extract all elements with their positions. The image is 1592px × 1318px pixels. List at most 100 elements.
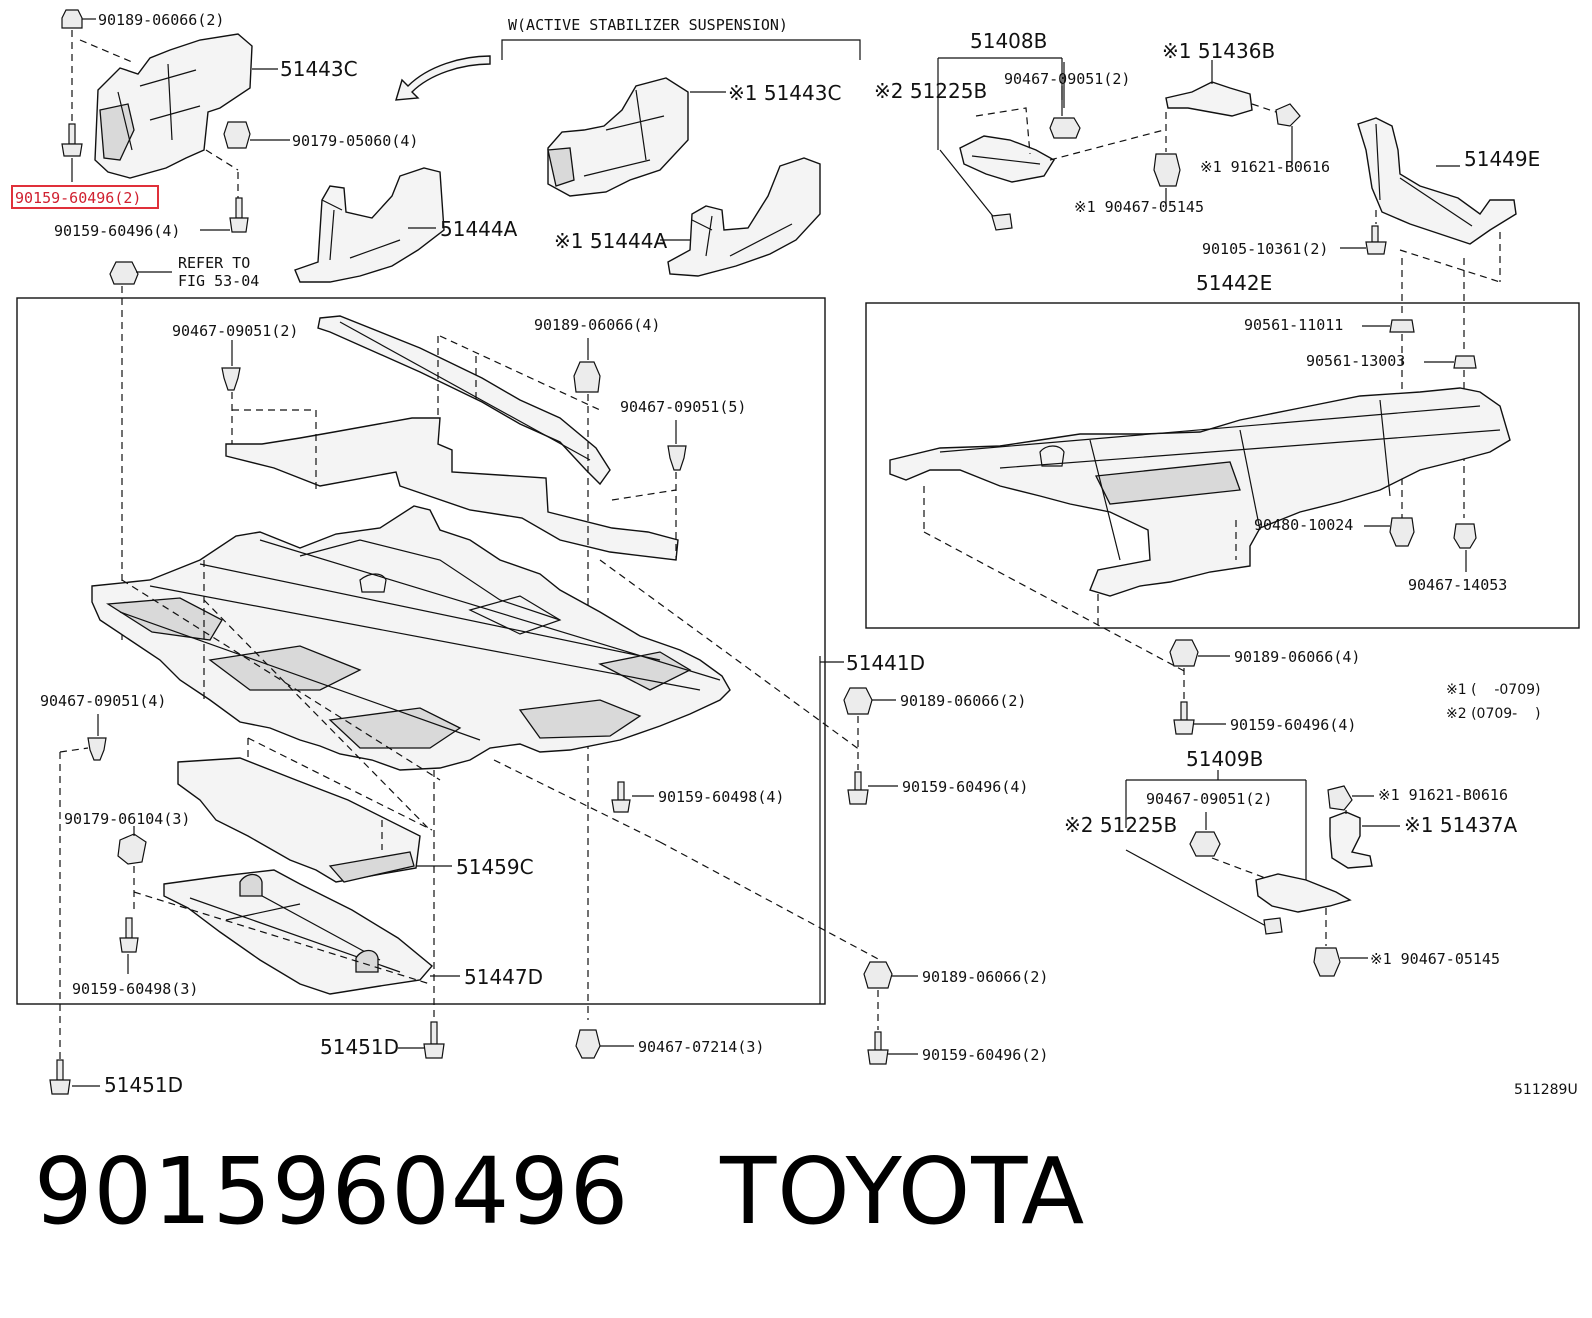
fastener-clip-09051-5: [667, 445, 687, 471]
callout-label[interactable]: 90467-09051(4): [40, 692, 166, 710]
callout-label[interactable]: 51447D: [464, 965, 543, 989]
callout-label[interactable]: 90179-05060(4): [292, 132, 418, 150]
callout-label[interactable]: 90189-06066(2): [98, 11, 224, 29]
callout-label[interactable]: ※1 91621-B0616: [1200, 158, 1330, 176]
callout-label[interactable]: 51409B: [1186, 747, 1263, 771]
callout-label[interactable]: 90467-09051(2): [1004, 70, 1130, 88]
callout-label[interactable]: 90159-60496(4): [902, 778, 1028, 796]
part-51442e-rear-cover: [889, 387, 1511, 597]
callout-label[interactable]: 90105-10361(2): [1202, 240, 1328, 258]
fastener-clip-05145-lower: [1313, 947, 1341, 977]
fastener-clip-06066-4-rear: [1169, 639, 1199, 667]
parts-diagram: 90159-60496(2) W(ACTIVE STABILIZER SUSPE…: [11, 9, 1580, 1098]
part-upper-shield-plate: [225, 417, 679, 561]
part-51444a-variant: [667, 157, 821, 277]
callout-label[interactable]: ※1 51436B: [1162, 39, 1275, 63]
callout-label[interactable]: 90561-13003: [1306, 352, 1405, 370]
part-51444a: [294, 167, 445, 283]
fastener-clip-09051-4: [87, 737, 107, 761]
fastener-bolt-60496-4-rear: [1173, 701, 1195, 735]
callout-label[interactable]: 90159-60496(4): [54, 222, 180, 240]
callout-label[interactable]: ※2 51225B: [1064, 813, 1177, 837]
callout-label[interactable]: ※1 90467-05145: [1370, 950, 1500, 968]
part-51441d-main-cover: [91, 505, 731, 771]
fastener-clip-09051-upper: [1049, 117, 1081, 139]
callout-label[interactable]: 51451D: [104, 1073, 183, 1097]
callout-label[interactable]: 90189-06066(4): [534, 316, 660, 334]
caption: 9015960496 TOYOTA: [34, 1138, 1085, 1245]
fastener-bolt-60498-3: [119, 917, 139, 953]
fastener-top-left-bolt: [61, 123, 83, 157]
fastener-clip-06066-2-b: [863, 961, 893, 989]
callout-label[interactable]: 51443C: [280, 57, 358, 81]
variant-bracket: [501, 39, 861, 60]
callout-label[interactable]: ※1 51437A: [1404, 813, 1517, 837]
fastener-clip-14053: [1453, 523, 1477, 549]
callout-label[interactable]: 90159-60498(3): [72, 980, 198, 998]
fastener-refer-clip: [109, 261, 139, 285]
fastener-nut-11011: [1389, 319, 1415, 333]
fastener-bolt-60496-4: [229, 197, 249, 233]
variant-arrow: [395, 55, 491, 101]
fastener-bolt-60496-4-b: [847, 771, 869, 805]
diagram-id: 511289U: [1514, 1082, 1578, 1098]
front-cover-frame: [16, 297, 826, 1005]
callout-label[interactable]: 90467-07214(3): [638, 1038, 764, 1056]
callout-label[interactable]: 51441D: [846, 651, 925, 675]
callout-label[interactable]: 90467-09051(2): [1146, 790, 1272, 808]
fastener-bolt-b0616-upper: [1275, 103, 1301, 127]
callout-label[interactable]: ※1 51444A: [554, 229, 667, 253]
fastener-bolt-51451d-mid: [423, 1021, 445, 1059]
fastener-bolt-b0616-lower: [1327, 785, 1353, 811]
caption-part-number: 9015960496: [34, 1138, 630, 1245]
fastener-nut-lower: [1263, 917, 1283, 935]
callout-label[interactable]: 51449E: [1464, 147, 1540, 171]
callout-label[interactable]: 90189-06066(2): [900, 692, 1026, 710]
fastener-clip-07214-3: [575, 1029, 601, 1059]
fastener-nut-06104-3: [117, 833, 147, 865]
fastener-bolt-51451d-left: [49, 1059, 71, 1095]
bracket-51409b: [1125, 779, 1307, 892]
callout-label[interactable]: 51451D: [320, 1035, 399, 1059]
part-long-strip: [317, 315, 611, 486]
fastener-nut-upper: [991, 213, 1013, 231]
callout-label[interactable]: ※1 91621-B0616: [1378, 786, 1508, 804]
callout-label[interactable]: 90159-60496(2): [922, 1046, 1048, 1064]
label-highlighted-part[interactable]: 90159-60496(2): [15, 189, 141, 207]
callout-label[interactable]: 90467-14053: [1408, 576, 1507, 594]
fastener-bolt-10024: [1389, 517, 1415, 547]
callout-label[interactable]: 51442E: [1196, 271, 1272, 295]
callout-label[interactable]: ※2 51225B: [874, 79, 987, 103]
highlight-box: [11, 185, 159, 209]
rear-cover-frame: [865, 302, 1580, 629]
callout-label[interactable]: ※1 51443C: [728, 81, 841, 105]
callout-label[interactable]: 90179-06104(3): [64, 810, 190, 828]
callout-label[interactable]: 90189-06066(4): [1234, 648, 1360, 666]
callout-label[interactable]: 90159-60498(4): [658, 788, 784, 806]
note-2: ※2 (0709- ): [1446, 706, 1541, 722]
part-51225b-lower: [1255, 873, 1352, 913]
callout-label[interactable]: 51459C: [456, 855, 534, 879]
fastener-bolt-10361: [1365, 225, 1387, 255]
part-51447d: [163, 869, 433, 995]
fastener-top-left-clip: [61, 9, 83, 29]
fastener-bolt-60498-4: [611, 781, 631, 813]
part-51437a: [1329, 811, 1373, 869]
callout-label[interactable]: 90561-11011: [1244, 316, 1343, 334]
caption-brand: TOYOTA: [720, 1138, 1086, 1245]
callout-label[interactable]: 90467-09051(2): [172, 322, 298, 340]
callout-label[interactable]: 90159-60496(4): [1230, 716, 1356, 734]
fastener-bolt-60496-2: [867, 1031, 889, 1065]
note-1: ※1 ( -0709): [1446, 682, 1541, 698]
callout-label[interactable]: ※1 90467-05145: [1074, 198, 1204, 216]
callout-label[interactable]: 90467-09051(5): [620, 398, 746, 416]
callout-label[interactable]: 90480-10024: [1254, 516, 1353, 534]
callout-label[interactable]: 51444A: [440, 217, 518, 241]
fastener-clip-06066-2-a: [843, 687, 873, 715]
callout-label[interactable]: 51408B: [970, 29, 1047, 53]
part-51443c-variant: [547, 77, 689, 197]
part-51443c: [94, 33, 253, 179]
callout-label[interactable]: 90189-06066(2): [922, 968, 1048, 986]
fastener-clip-09051-2: [221, 367, 241, 391]
fastener-clip-06066-4: [573, 361, 601, 393]
